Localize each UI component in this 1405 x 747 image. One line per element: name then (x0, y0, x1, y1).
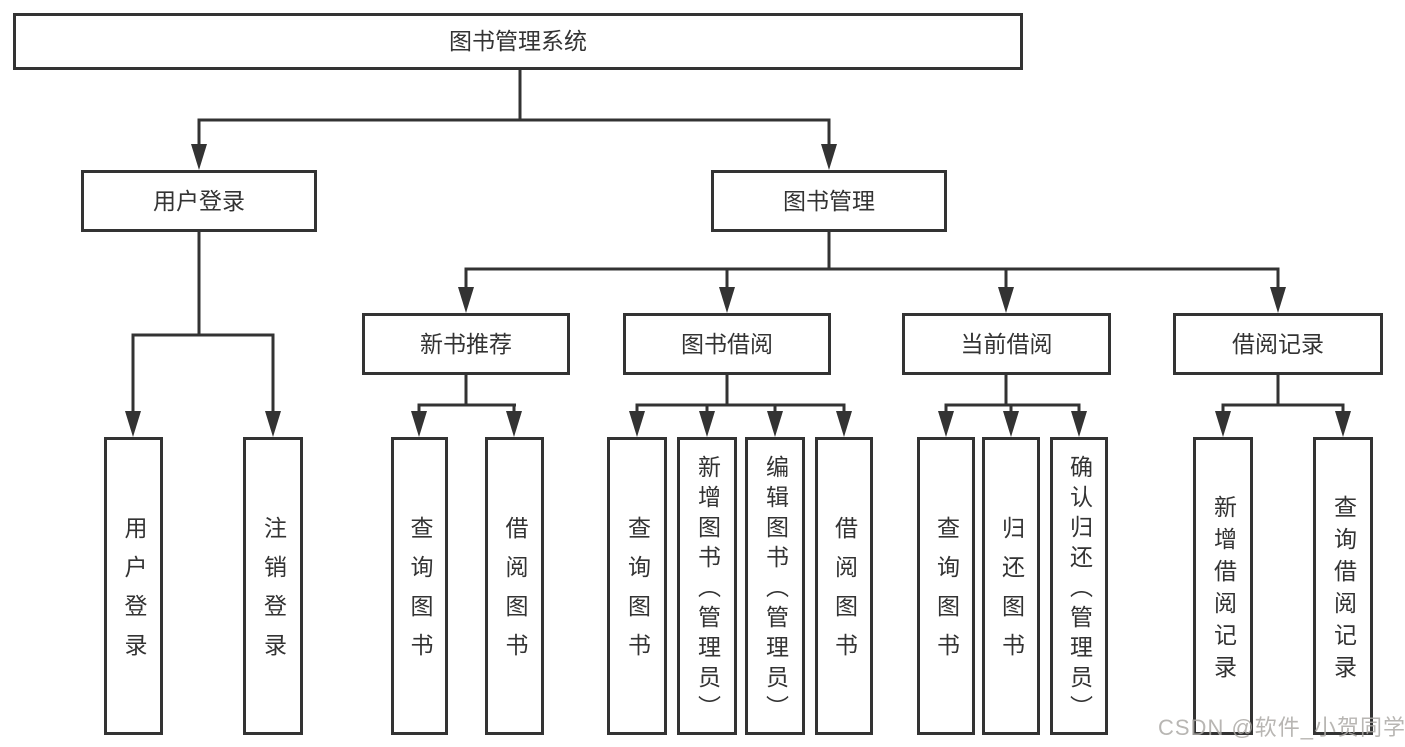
node-new-book-recommend: 新书推荐 (362, 313, 570, 375)
arrowhead-user-login (191, 144, 207, 170)
node-label: 借阅记录 (1232, 330, 1324, 357)
arrowhead-cb1 (938, 411, 954, 437)
arrowhead-current (998, 287, 1014, 313)
leaf-label: 归还图书 (998, 516, 1025, 672)
arrowhead-nb2 (506, 411, 522, 437)
leaf-label: 查询图书 (933, 516, 960, 672)
arrowhead-br2 (1335, 411, 1351, 437)
node-label: 图书管理 (783, 187, 875, 214)
arrowhead-bb1 (629, 411, 645, 437)
arrowhead-cb2 (1003, 411, 1019, 437)
node-current-borrowing: 当前借阅 (902, 313, 1111, 375)
leaf-label: 确认归还（管理员） (1066, 454, 1093, 725)
arrowhead-newbook (458, 287, 474, 313)
leaf-add-borrow-record: 新增借阅记录 (1193, 437, 1253, 735)
leaf-confirm-return-admin: 确认归还（管理员） (1050, 437, 1108, 735)
leaf-query-books-2: 查询图书 (607, 437, 667, 735)
node-borrowing-records: 借阅记录 (1173, 313, 1383, 375)
leaf-label: 用户登录 (121, 516, 147, 672)
node-root-system: 图书管理系统 (13, 13, 1023, 70)
arrowhead-records (1270, 287, 1286, 313)
arrowhead-bb4 (836, 411, 852, 437)
leaf-return-books: 归还图书 (982, 437, 1040, 735)
leaf-logout: 注销登录 (243, 437, 303, 735)
node-book-borrowing: 图书借阅 (623, 313, 831, 375)
node-user-login-module: 用户登录 (81, 170, 317, 232)
leaf-label: 查询借阅记录 (1330, 494, 1357, 687)
arrowhead-borrow (719, 287, 735, 313)
node-book-management-module: 图书管理 (711, 170, 947, 232)
leaf-label: 查询图书 (407, 516, 433, 672)
node-label: 新书推荐 (420, 330, 512, 357)
leaf-edit-books-admin: 编辑图书（管理员） (745, 437, 805, 735)
leaf-label: 查询图书 (624, 516, 651, 672)
arrowhead-br1 (1215, 411, 1231, 437)
leaf-label: 新增借阅记录 (1210, 494, 1237, 687)
leaf-label: 注销登录 (260, 516, 287, 672)
leaf-label: 新增图书（管理员） (694, 454, 721, 725)
leaf-borrow-books-2: 借阅图书 (815, 437, 873, 735)
leaf-query-books-3: 查询图书 (917, 437, 975, 735)
csdn-watermark: CSDN @软件_小贺同学 (1158, 715, 1405, 740)
leaf-label: 借阅图书 (502, 516, 528, 672)
leaf-query-books-1: 查询图书 (391, 437, 448, 735)
node-label: 当前借阅 (960, 330, 1053, 357)
arrowhead-bb3 (767, 411, 783, 437)
arrowhead-bb2 (699, 411, 715, 437)
leaf-add-books-admin: 新增图书（管理员） (677, 437, 737, 735)
node-label: 图书借阅 (681, 330, 773, 357)
arrowhead-cb3 (1071, 411, 1087, 437)
leaf-label: 编辑图书（管理员） (762, 454, 789, 725)
node-label: 用户登录 (153, 187, 245, 214)
arrowhead-logout (265, 411, 281, 437)
leaf-user-login: 用户登录 (104, 437, 163, 735)
leaf-query-borrow-record: 查询借阅记录 (1313, 437, 1373, 735)
leaf-label: 借阅图书 (831, 516, 858, 672)
arrowhead-nb1 (411, 411, 427, 437)
arrowhead-login (125, 411, 141, 437)
leaf-borrow-books-1: 借阅图书 (485, 437, 544, 735)
node-label: 图书管理系统 (449, 28, 587, 54)
arrowhead-book-mgmt (821, 144, 837, 170)
